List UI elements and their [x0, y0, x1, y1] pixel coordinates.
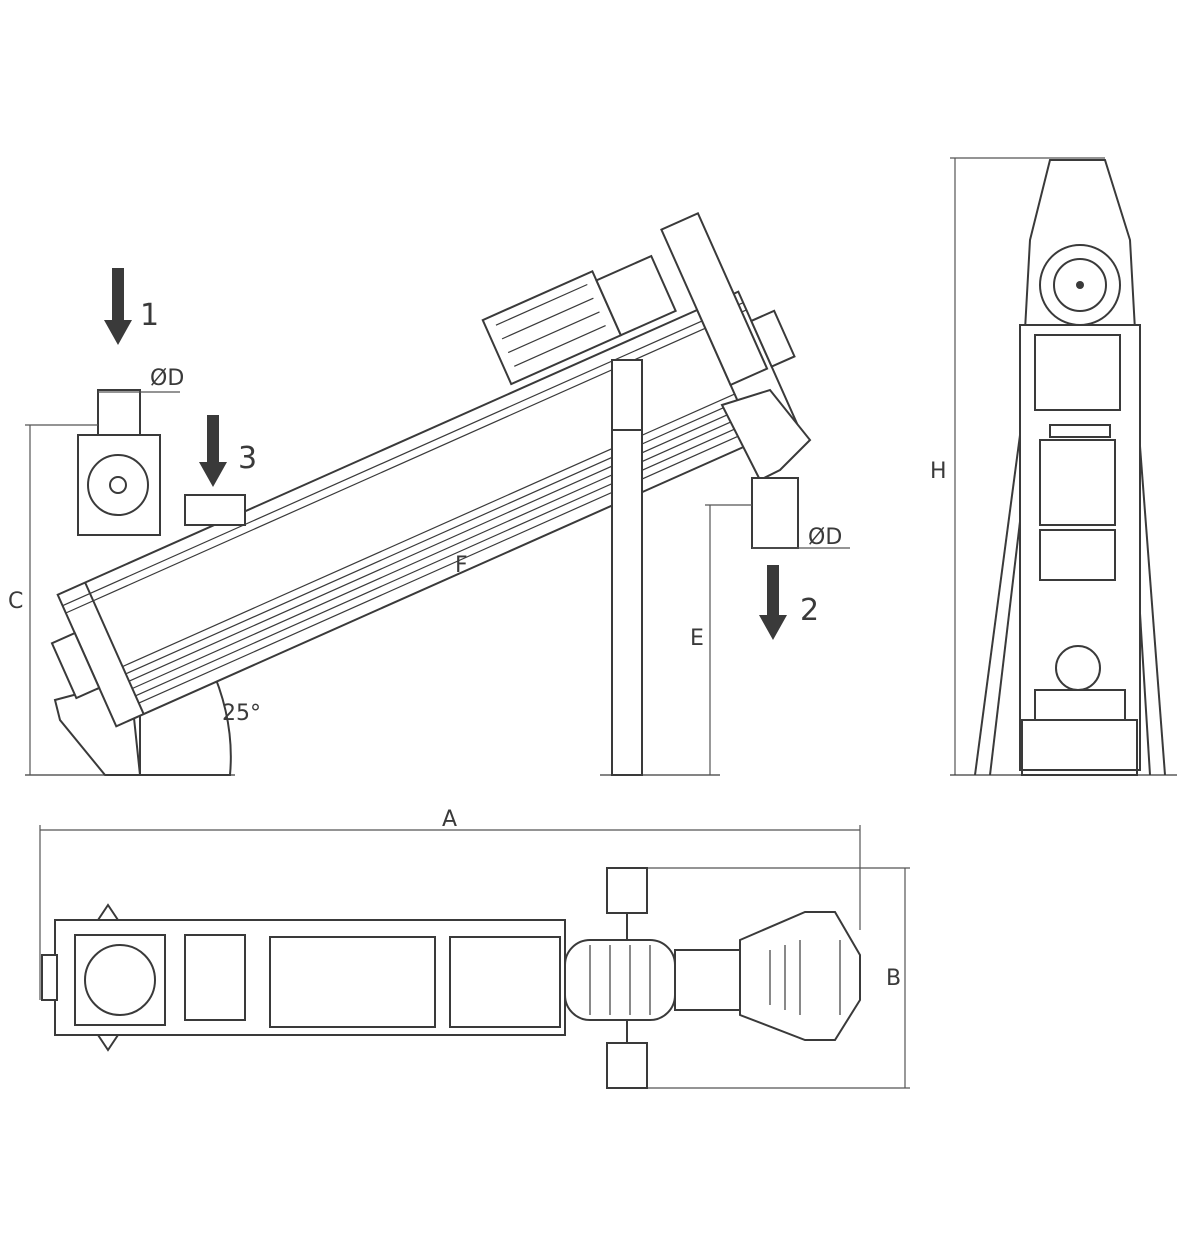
end-view: H	[930, 157, 1177, 776]
motor-top	[564, 939, 676, 1021]
bearing-end	[1055, 645, 1101, 691]
gearbox	[595, 254, 677, 337]
side-view: 1 3 2 ØD ØD C E F 25°	[8, 212, 850, 776]
end-bearing-top	[749, 309, 796, 368]
drive-plate	[660, 212, 769, 387]
inlet-pipe	[97, 389, 141, 436]
foot-bottom	[606, 1042, 648, 1089]
inlet-arrow-icon	[104, 268, 132, 345]
outlet-diameter-label: ØD	[808, 525, 842, 550]
inlet-flange-top	[74, 934, 166, 1026]
dimension-h-label: H	[930, 459, 947, 484]
outlet-pipe	[751, 477, 799, 549]
dimension-e-label: E	[690, 626, 704, 651]
angle-label: 25°	[222, 701, 261, 726]
inlet-flange	[87, 454, 149, 516]
dimension-b-label: B	[886, 966, 901, 991]
flow-label-2: 2	[800, 593, 819, 628]
outlet-arrow-icon	[759, 565, 787, 640]
foot-top	[606, 867, 648, 914]
dimension-c-label: C	[8, 589, 23, 614]
secondary-inlet	[184, 494, 246, 526]
dimension-a-label: A	[442, 807, 457, 832]
top-view: A B	[39, 807, 910, 1089]
end-bearing	[50, 631, 101, 700]
outlet-chute	[720, 388, 812, 482]
flow-label-3: 3	[238, 441, 257, 476]
inlet-diameter-label: ØD	[150, 366, 184, 391]
flow-label-1: 1	[140, 298, 159, 333]
dimension-f-label: F	[455, 553, 468, 578]
secondary-inlet-arrow-icon	[199, 415, 227, 487]
